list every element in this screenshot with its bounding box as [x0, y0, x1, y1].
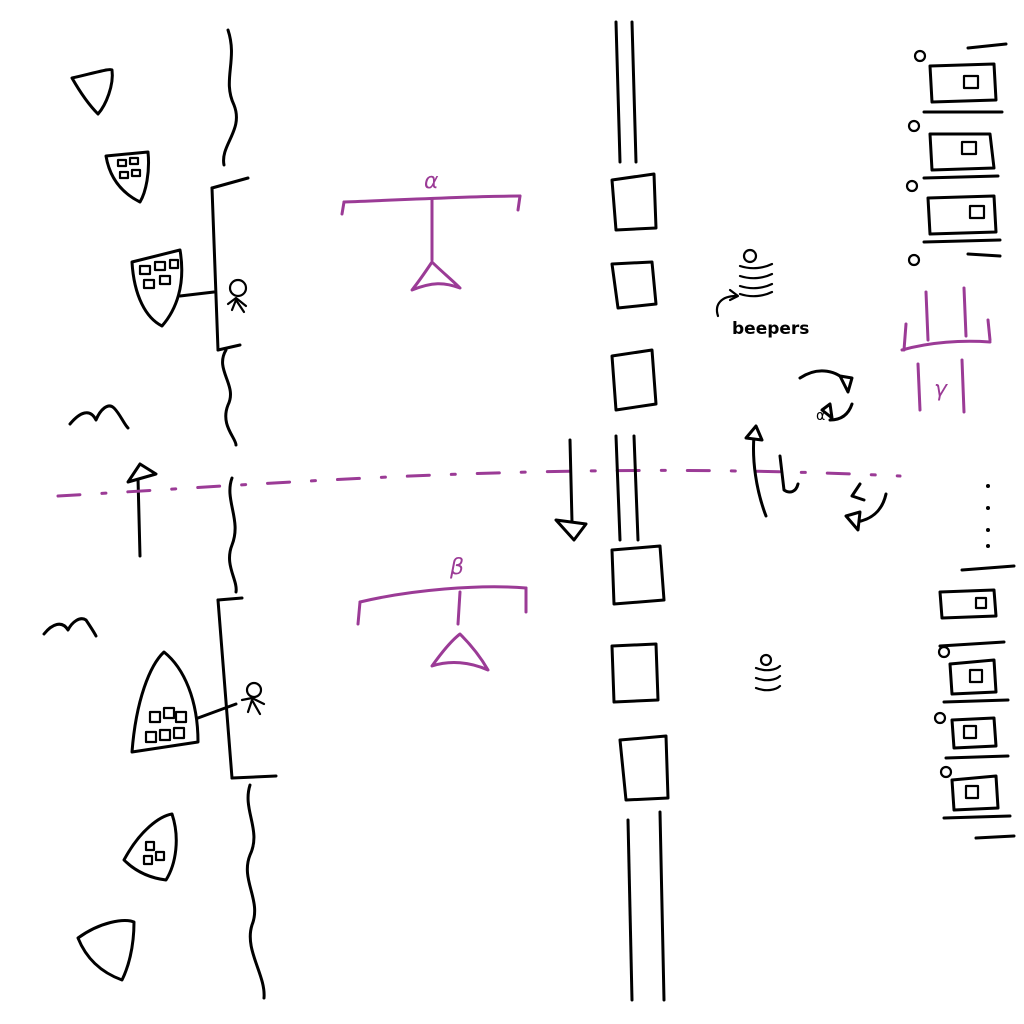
beeper-stack-icon: [738, 248, 774, 298]
gamma-bridge: γ: [900, 286, 992, 414]
alpha-small-label: α: [816, 408, 825, 424]
person-icon-upper: [226, 278, 248, 314]
boat-docked-upper: [130, 248, 216, 328]
balance-scale-alpha: α: [340, 169, 522, 292]
up-arrow-left: [126, 462, 158, 558]
beepers-label: beepers: [732, 319, 809, 339]
shield-shape-bottom: [76, 919, 136, 982]
bird-icon-lower: [42, 617, 98, 638]
beta-label: β: [449, 555, 464, 580]
down-arrow-center: [554, 438, 588, 542]
boat-small-top: [104, 150, 150, 204]
shield-shape-top: [70, 68, 114, 116]
gamma-label: γ: [934, 377, 948, 402]
central-channel: [614, 20, 666, 1002]
alpha-label: α: [424, 169, 439, 194]
divider-line: [56, 468, 902, 498]
boat-small-bottom: [122, 812, 178, 882]
beepers-arrow: [715, 288, 740, 318]
person-icon-lower: [240, 681, 266, 716]
pier-upper: [210, 176, 250, 352]
rotation-arrows: α: [744, 369, 888, 532]
continuation-dots: [986, 484, 990, 548]
right-buildings-top: [905, 42, 1008, 267]
right-buildings-bottom: [933, 564, 1016, 840]
left-coastline: [221, 28, 266, 1000]
balance-scale-beta: β: [356, 555, 528, 672]
lock-gates: [610, 172, 670, 802]
boat-docked-lower: [130, 650, 238, 754]
pier-lower: [216, 596, 278, 780]
bird-icon-upper: [68, 404, 130, 430]
beeper-stack-icon-lower: [754, 653, 782, 692]
